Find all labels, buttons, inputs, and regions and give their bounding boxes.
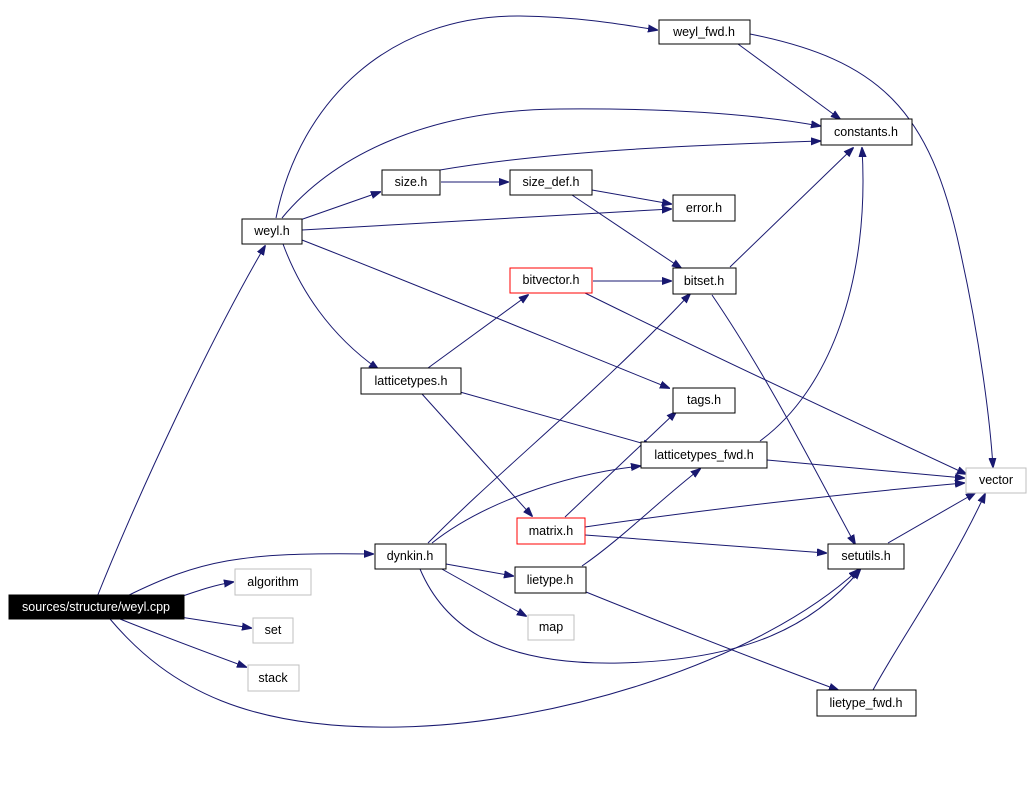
node-lietype-label: lietype.h — [527, 573, 574, 587]
node-set-label: set — [265, 623, 282, 637]
node-bitvector[interactable]: bitvector.h — [509, 267, 593, 294]
node-matrix[interactable]: matrix.h — [516, 517, 586, 545]
node-root[interactable]: sources/structure/weyl.cpp — [8, 594, 185, 620]
node-bitvector-label: bitvector.h — [523, 273, 580, 287]
node-stack[interactable]: stack — [247, 664, 300, 692]
edge-bitset-setutils — [711, 294, 855, 544]
edge-dynkin-latticetypes_fwd — [431, 466, 640, 544]
node-latticetypes_fwd[interactable]: latticetypes_fwd.h — [640, 441, 768, 469]
edge-size_def-bitset — [571, 194, 681, 268]
edge-weyl-latticetypes — [282, 243, 378, 369]
edges — [96, 15, 993, 728]
edge-lietype_fwd-vector — [872, 494, 985, 691]
node-weyl[interactable]: weyl.h — [241, 218, 303, 245]
node-tags[interactable]: tags.h — [672, 387, 736, 414]
edge-weyl-tags — [301, 239, 669, 388]
edge-weyl-error — [301, 209, 671, 231]
node-bitset[interactable]: bitset.h — [672, 267, 737, 295]
edge-root-setutils — [109, 570, 858, 728]
node-size_def[interactable]: size_def.h — [509, 169, 593, 196]
node-weyl_fwd[interactable]: weyl_fwd.h — [658, 19, 751, 45]
node-weyl-label: weyl.h — [253, 224, 289, 238]
edge-weyl_fwd-constants — [737, 43, 840, 119]
node-lietype[interactable]: lietype.h — [514, 566, 587, 594]
edge-root-algorithm — [179, 582, 233, 598]
edge-weyl-constants — [281, 108, 820, 219]
node-latticetypes_fwd-label: latticetypes_fwd.h — [654, 448, 753, 462]
edge-dynkin-map — [439, 567, 526, 616]
edge-setutils-vector — [887, 493, 975, 544]
node-size_def-label: size_def.h — [523, 175, 580, 189]
edge-dynkin-setutils — [419, 569, 860, 664]
node-latticetypes[interactable]: latticetypes.h — [360, 367, 462, 395]
edge-latticetypes-latticetypes_fwd — [459, 391, 652, 446]
node-lietype_fwd[interactable]: lietype_fwd.h — [816, 689, 917, 717]
edge-bitset-constants — [729, 148, 853, 268]
edge-matrix-tags — [564, 412, 676, 518]
node-set[interactable]: set — [252, 617, 294, 644]
edge-weyl_fwd-vector — [749, 33, 993, 467]
edge-bitvector-vector — [584, 292, 966, 474]
node-bitset-label: bitset.h — [684, 274, 724, 288]
node-algorithm[interactable]: algorithm — [234, 568, 312, 596]
edge-lietype-lietype_fwd — [585, 591, 838, 690]
node-size-label: size.h — [395, 175, 428, 189]
edge-weyl-weyl_fwd — [275, 15, 657, 219]
node-constants-label: constants.h — [834, 125, 898, 139]
edge-latticetypes_fwd-vector — [766, 459, 964, 478]
edge-root-set — [179, 616, 251, 628]
edge-dynkin-lietype — [445, 563, 513, 576]
edge-latticetypes-matrix — [421, 393, 532, 516]
node-error[interactable]: error.h — [672, 194, 736, 222]
edge-root-dynkin — [124, 554, 373, 598]
edge-latticetypes-bitvector — [427, 295, 528, 369]
node-vector-label: vector — [979, 473, 1013, 487]
node-size[interactable]: size.h — [381, 169, 441, 196]
edge-dynkin-bitset — [427, 294, 690, 544]
node-matrix-label: matrix.h — [529, 524, 574, 538]
edge-latticetypes_fwd-constants — [759, 148, 863, 442]
node-map[interactable]: map — [527, 614, 575, 641]
edge-size_def-error — [591, 189, 671, 204]
edge-weyl-size — [299, 192, 380, 221]
node-setutils-label: setutils.h — [841, 549, 890, 563]
edge-root-stack — [119, 618, 246, 667]
node-map-label: map — [539, 620, 563, 634]
edge-root-weyl — [96, 246, 265, 598]
node-dynkin[interactable]: dynkin.h — [374, 543, 447, 570]
node-root-label: sources/structure/weyl.cpp — [22, 600, 170, 614]
node-constants[interactable]: constants.h — [820, 118, 913, 146]
node-stack-label: stack — [258, 671, 288, 685]
node-setutils[interactable]: setutils.h — [827, 543, 905, 570]
edge-size-constants — [439, 141, 820, 171]
node-lietype_fwd-label: lietype_fwd.h — [830, 696, 903, 710]
node-weyl_fwd-label: weyl_fwd.h — [672, 25, 735, 39]
node-error-label: error.h — [686, 201, 722, 215]
edge-matrix-vector — [584, 483, 964, 528]
node-algorithm-label: algorithm — [247, 575, 298, 589]
node-tags-label: tags.h — [687, 393, 721, 407]
node-vector[interactable]: vector — [965, 467, 1027, 494]
node-latticetypes-label: latticetypes.h — [375, 374, 448, 388]
node-dynkin-label: dynkin.h — [387, 549, 434, 563]
edge-lietype-latticetypes_fwd — [581, 469, 700, 567]
edge-matrix-setutils — [584, 534, 826, 553]
